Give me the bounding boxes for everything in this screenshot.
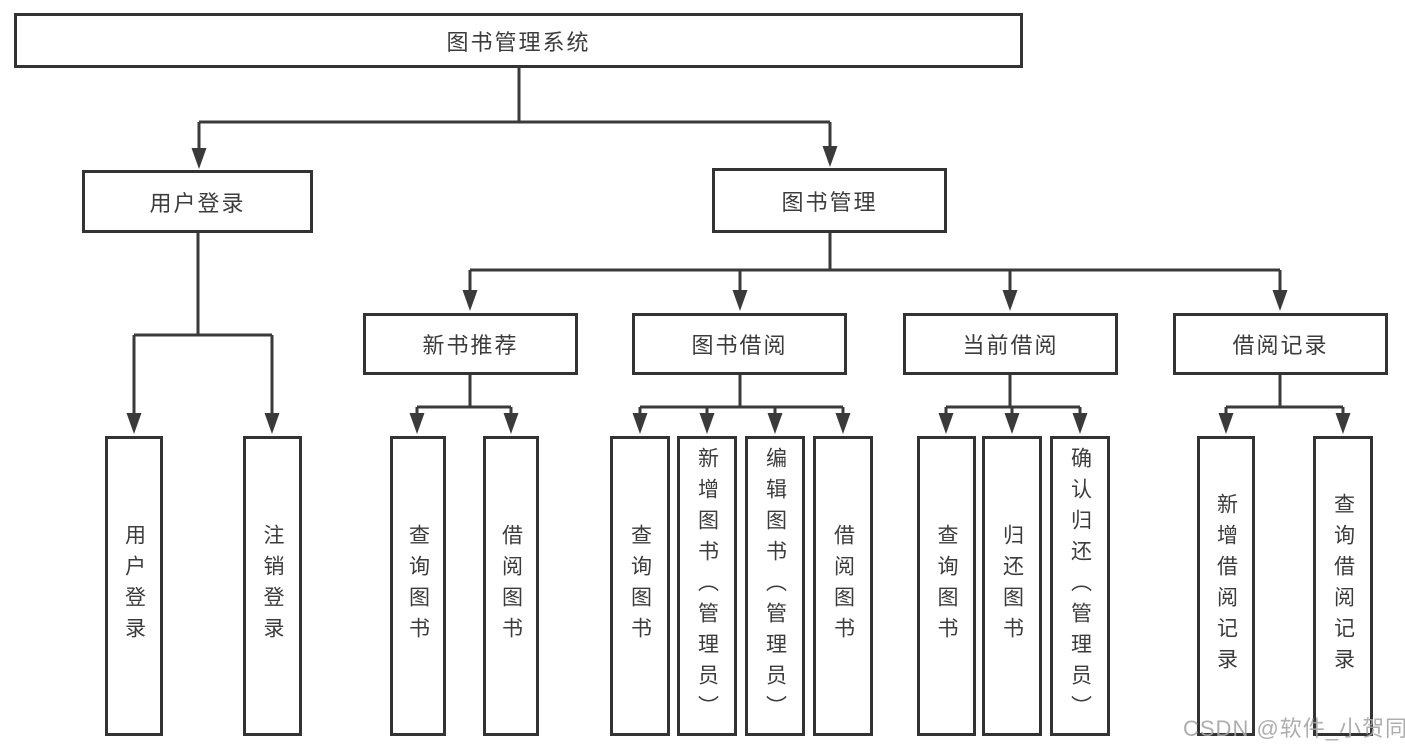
root-node-library-management-system: 图书管理系统 <box>14 13 1023 68</box>
node-user-login: 用户登录 <box>82 170 313 233</box>
leaf-query-borrow-record: 查询借阅记录 <box>1313 436 1373 736</box>
leaf-return-book: 归还图书 <box>982 436 1042 736</box>
node-new-book-recommend-label: 新书推荐 <box>422 333 519 358</box>
node-new-book-recommend: 新书推荐 <box>363 313 578 375</box>
leaf-query-book-recommend-label: 查询图书 <box>406 524 430 648</box>
csdn-watermark: CSDN @软件_小贺同学 <box>1183 716 1405 741</box>
connector-current-borrow-to-leaves <box>938 375 1088 434</box>
connector-new-book-recommend-to-leaves <box>409 375 519 434</box>
leaf-add-book-admin: 新增图书（管理员） <box>677 436 737 736</box>
connector-user-login-to-leaves <box>126 233 280 434</box>
connector-borrow-record-to-leaves <box>1218 375 1351 434</box>
connector-book-management-to-level3 <box>462 233 1288 311</box>
node-book-borrow-label: 图书借阅 <box>691 333 788 358</box>
root-node-label: 图书管理系统 <box>446 29 591 55</box>
node-current-borrow: 当前借阅 <box>903 313 1118 375</box>
leaf-query-book-borrow: 查询图书 <box>610 436 670 736</box>
leaf-user-login: 用户登录 <box>105 436 163 736</box>
leaf-edit-book-admin-label: 编辑图书（管理员） <box>763 446 787 726</box>
leaf-query-borrow-record-label: 查询借阅记录 <box>1331 493 1355 679</box>
leaf-logout: 注销登录 <box>243 436 302 736</box>
leaf-borrow-book: 借阅图书 <box>813 436 873 736</box>
node-book-management-label: 图书管理 <box>781 189 878 215</box>
node-borrow-record: 借阅记录 <box>1173 313 1388 375</box>
leaf-add-borrow-record: 新增借阅记录 <box>1197 436 1255 736</box>
connector-root-to-level2 <box>191 68 838 169</box>
node-borrow-record-label: 借阅记录 <box>1232 333 1329 358</box>
leaf-borrow-book-label: 借阅图书 <box>831 524 855 648</box>
leaf-logout-label: 注销登录 <box>261 524 284 648</box>
node-book-management: 图书管理 <box>712 168 947 233</box>
leaf-confirm-return-admin-label: 确认归还（管理员） <box>1068 446 1092 726</box>
leaf-return-book-label: 归还图书 <box>1000 524 1024 648</box>
leaf-edit-book-admin: 编辑图书（管理员） <box>745 436 805 736</box>
leaf-add-borrow-record-label: 新增借阅记录 <box>1214 493 1238 679</box>
node-current-borrow-label: 当前借阅 <box>962 333 1059 358</box>
leaf-query-book-current: 查询图书 <box>917 436 976 736</box>
leaf-borrow-book-recommend-label: 借阅图书 <box>499 524 523 648</box>
leaf-query-book-borrow-label: 查询图书 <box>628 524 652 648</box>
node-user-login-label: 用户登录 <box>149 190 246 216</box>
leaf-add-book-admin-label: 新增图书（管理员） <box>695 446 719 726</box>
node-book-borrow: 图书借阅 <box>632 313 847 375</box>
connector-book-borrow-to-leaves <box>632 375 851 434</box>
leaf-borrow-book-recommend: 借阅图书 <box>483 436 539 736</box>
leaf-query-book-current-label: 查询图书 <box>935 524 958 648</box>
leaf-user-login-label: 用户登录 <box>122 524 146 648</box>
leaf-confirm-return-admin: 确认归还（管理员） <box>1050 436 1110 736</box>
leaf-query-book-recommend: 查询图书 <box>390 436 446 736</box>
